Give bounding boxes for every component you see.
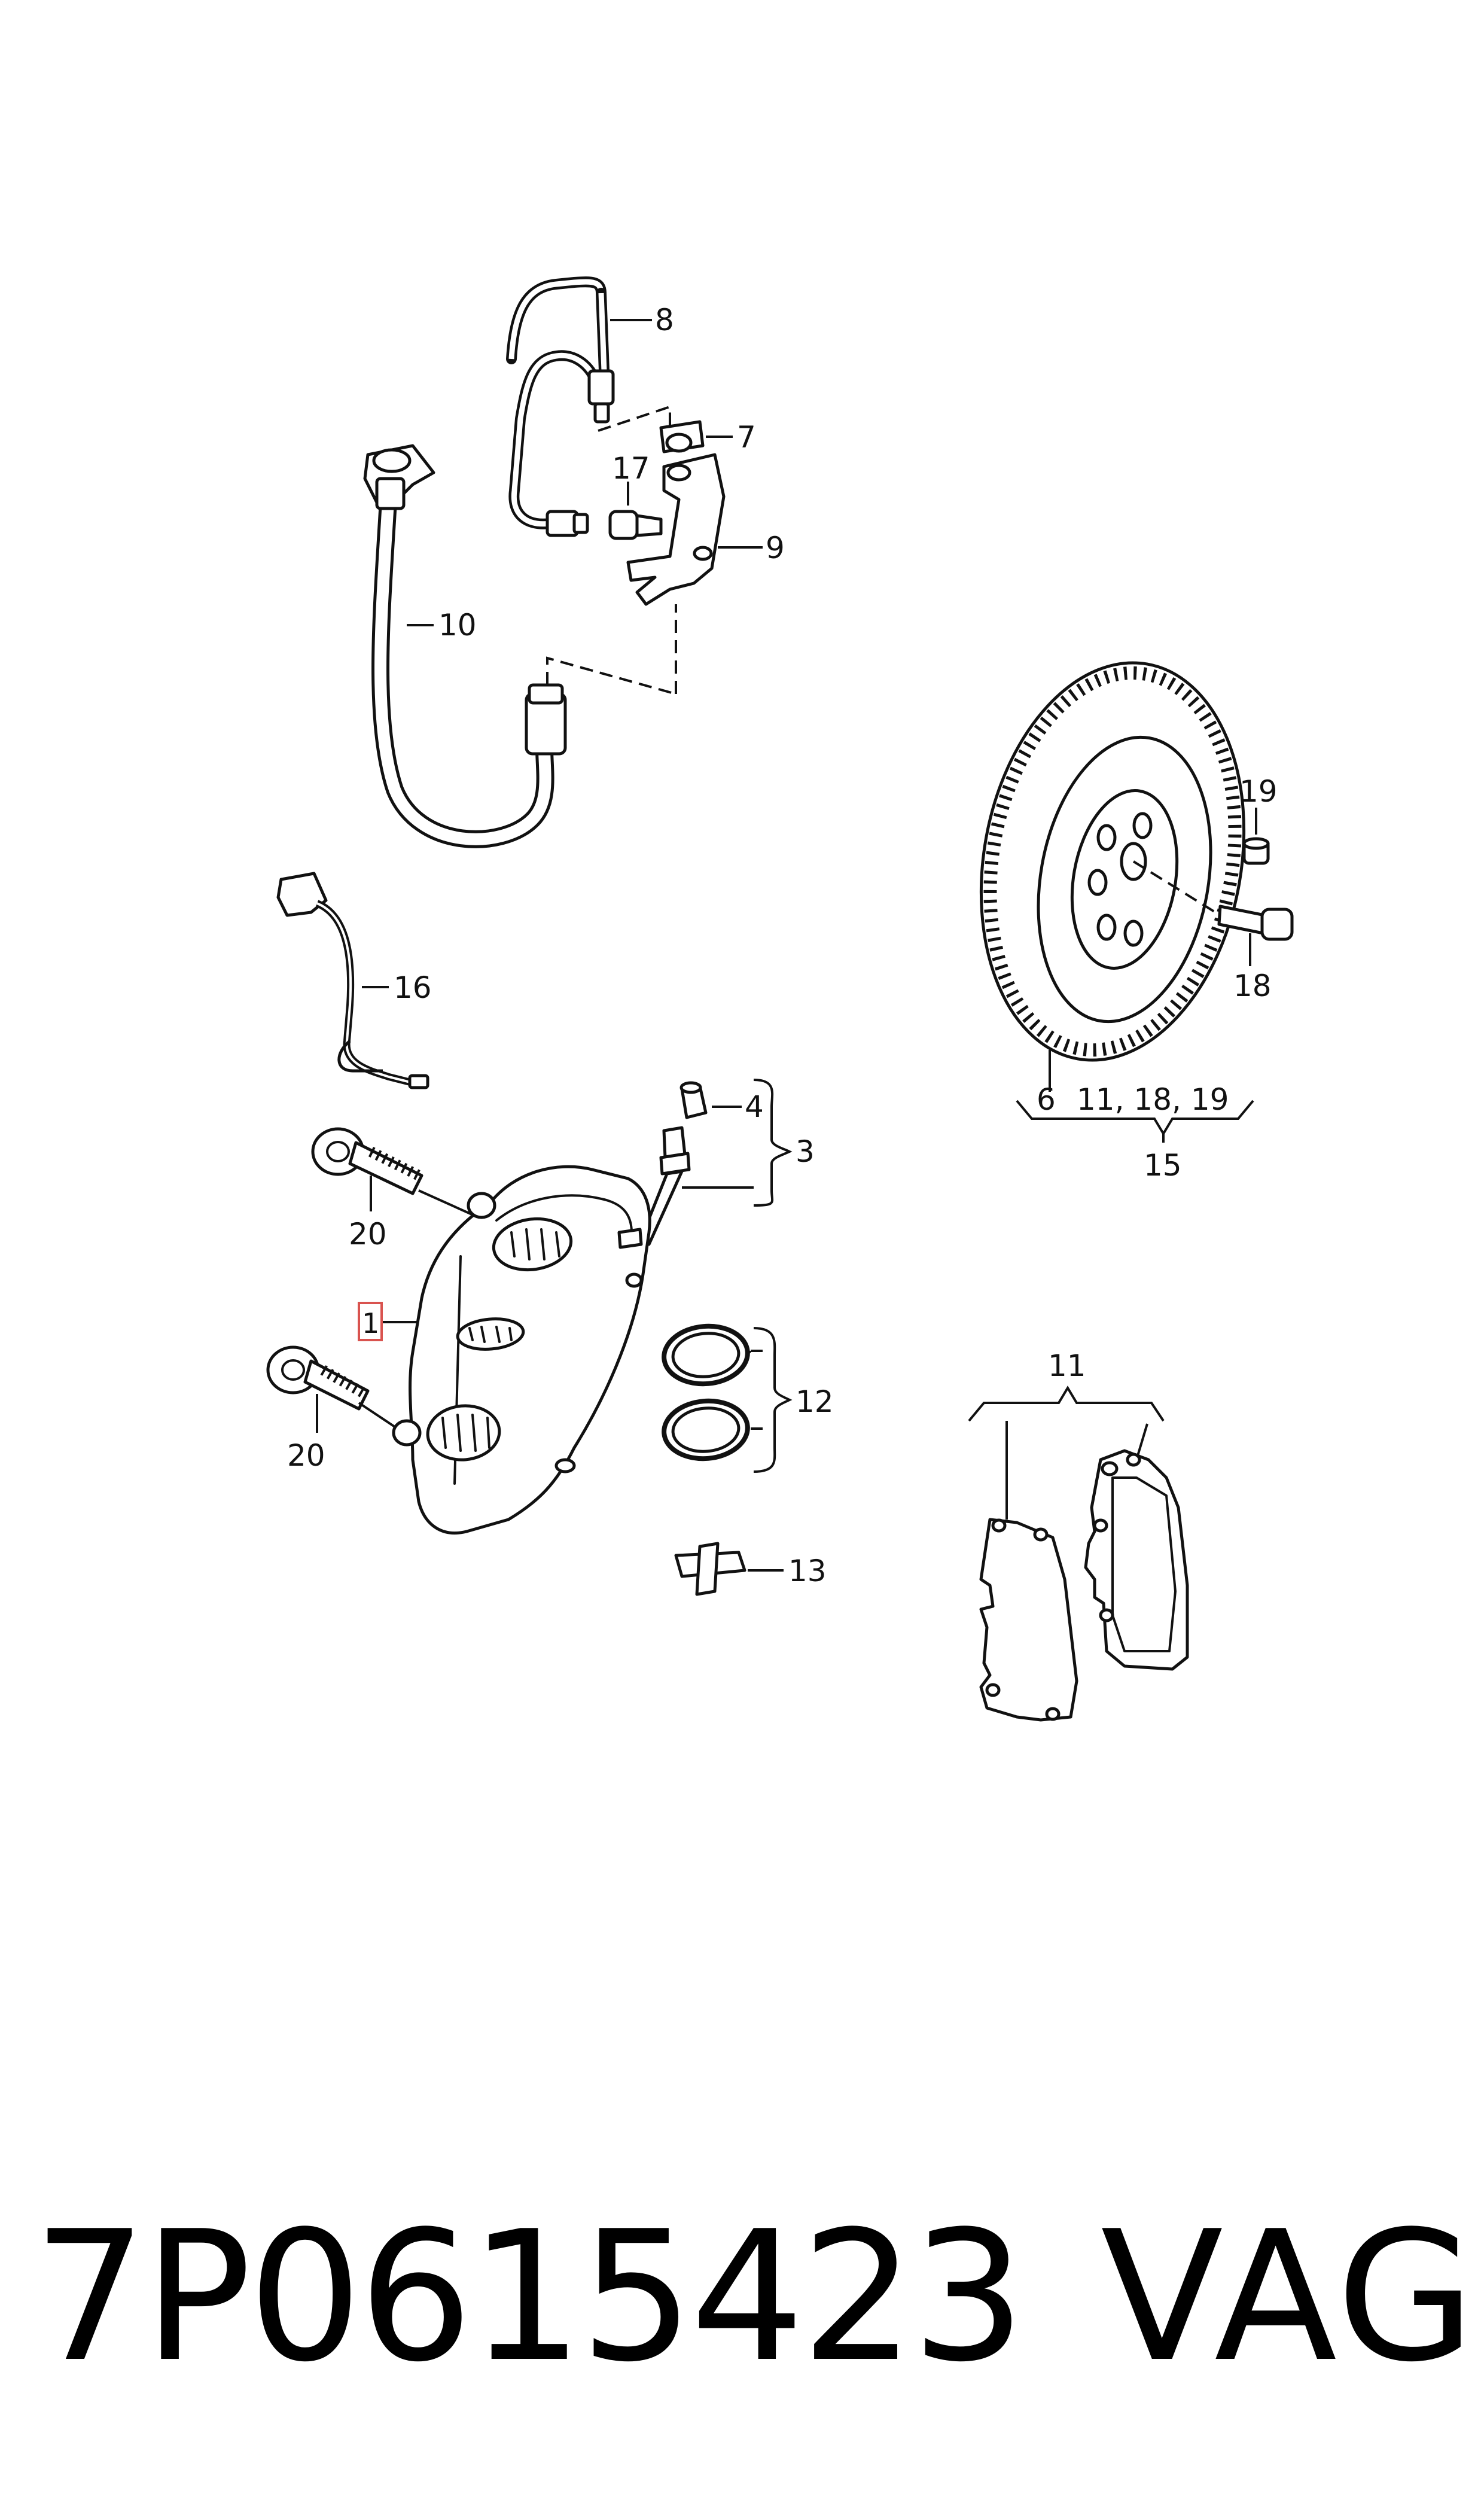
callout-17: 17 bbox=[612, 451, 650, 486]
callout-19: 19 bbox=[1239, 774, 1278, 809]
part-16-pad-wear-sensor bbox=[276, 872, 429, 1089]
part-12-piston-seals bbox=[662, 1323, 750, 1462]
callout-15: 15 bbox=[1144, 1148, 1182, 1183]
callout-18: 18 bbox=[1233, 969, 1272, 1003]
callout-20-upper: 20 bbox=[349, 1217, 387, 1252]
callout-6: 6 bbox=[1037, 1082, 1056, 1117]
part-4-bleeder-cap bbox=[679, 1081, 708, 1119]
callout-11-18-19: 11, 18, 19 bbox=[1077, 1082, 1229, 1117]
callout-4: 4 bbox=[745, 1089, 764, 1124]
part-number: 7P0615423 bbox=[33, 2193, 1026, 2401]
callout-13: 13 bbox=[788, 1554, 827, 1588]
callout-12: 12 bbox=[796, 1384, 834, 1419]
part-11-inner-brake-pad bbox=[979, 1518, 1078, 1722]
callout-7: 7 bbox=[737, 420, 756, 455]
part-8-brake-line bbox=[506, 276, 615, 537]
part-13-caliper-spring bbox=[674, 1542, 746, 1596]
callout-3: 3 bbox=[796, 1134, 815, 1169]
callout-20-lower: 20 bbox=[287, 1438, 325, 1473]
part-11-outer-brake-pad bbox=[1084, 1449, 1189, 1671]
brand-name: VAG bbox=[1101, 2193, 1478, 2401]
callout-16: 16 bbox=[394, 970, 432, 1005]
callout-1-highlight-box bbox=[358, 1302, 383, 1341]
part-20-upper-caliper-bolt bbox=[311, 1127, 423, 1195]
callout-8: 8 bbox=[655, 303, 674, 337]
callout-9: 9 bbox=[766, 531, 785, 565]
part-18-disc-bolt bbox=[1217, 905, 1294, 941]
part-7-retaining-clip bbox=[659, 420, 705, 453]
callout-10: 10 bbox=[438, 608, 477, 643]
diagram-canvas: 8 7 9 17 10 16 bbox=[266, 276, 1294, 1722]
part-1-brake-caliper bbox=[392, 1165, 651, 1535]
part-9-hose-bracket bbox=[626, 453, 726, 606]
part-17-bolt bbox=[608, 510, 663, 540]
footer: 7P0615423 VAG bbox=[0, 2184, 1484, 2411]
part-10-brake-hose bbox=[363, 444, 567, 848]
part-6-brake-disc bbox=[979, 661, 1246, 1062]
part-20-lower-caliper-bolt bbox=[266, 1345, 370, 1411]
callout-1: 1 bbox=[362, 1307, 379, 1339]
callout-11: 11 bbox=[1048, 1348, 1086, 1383]
part-19-locating-screw bbox=[1242, 837, 1270, 865]
